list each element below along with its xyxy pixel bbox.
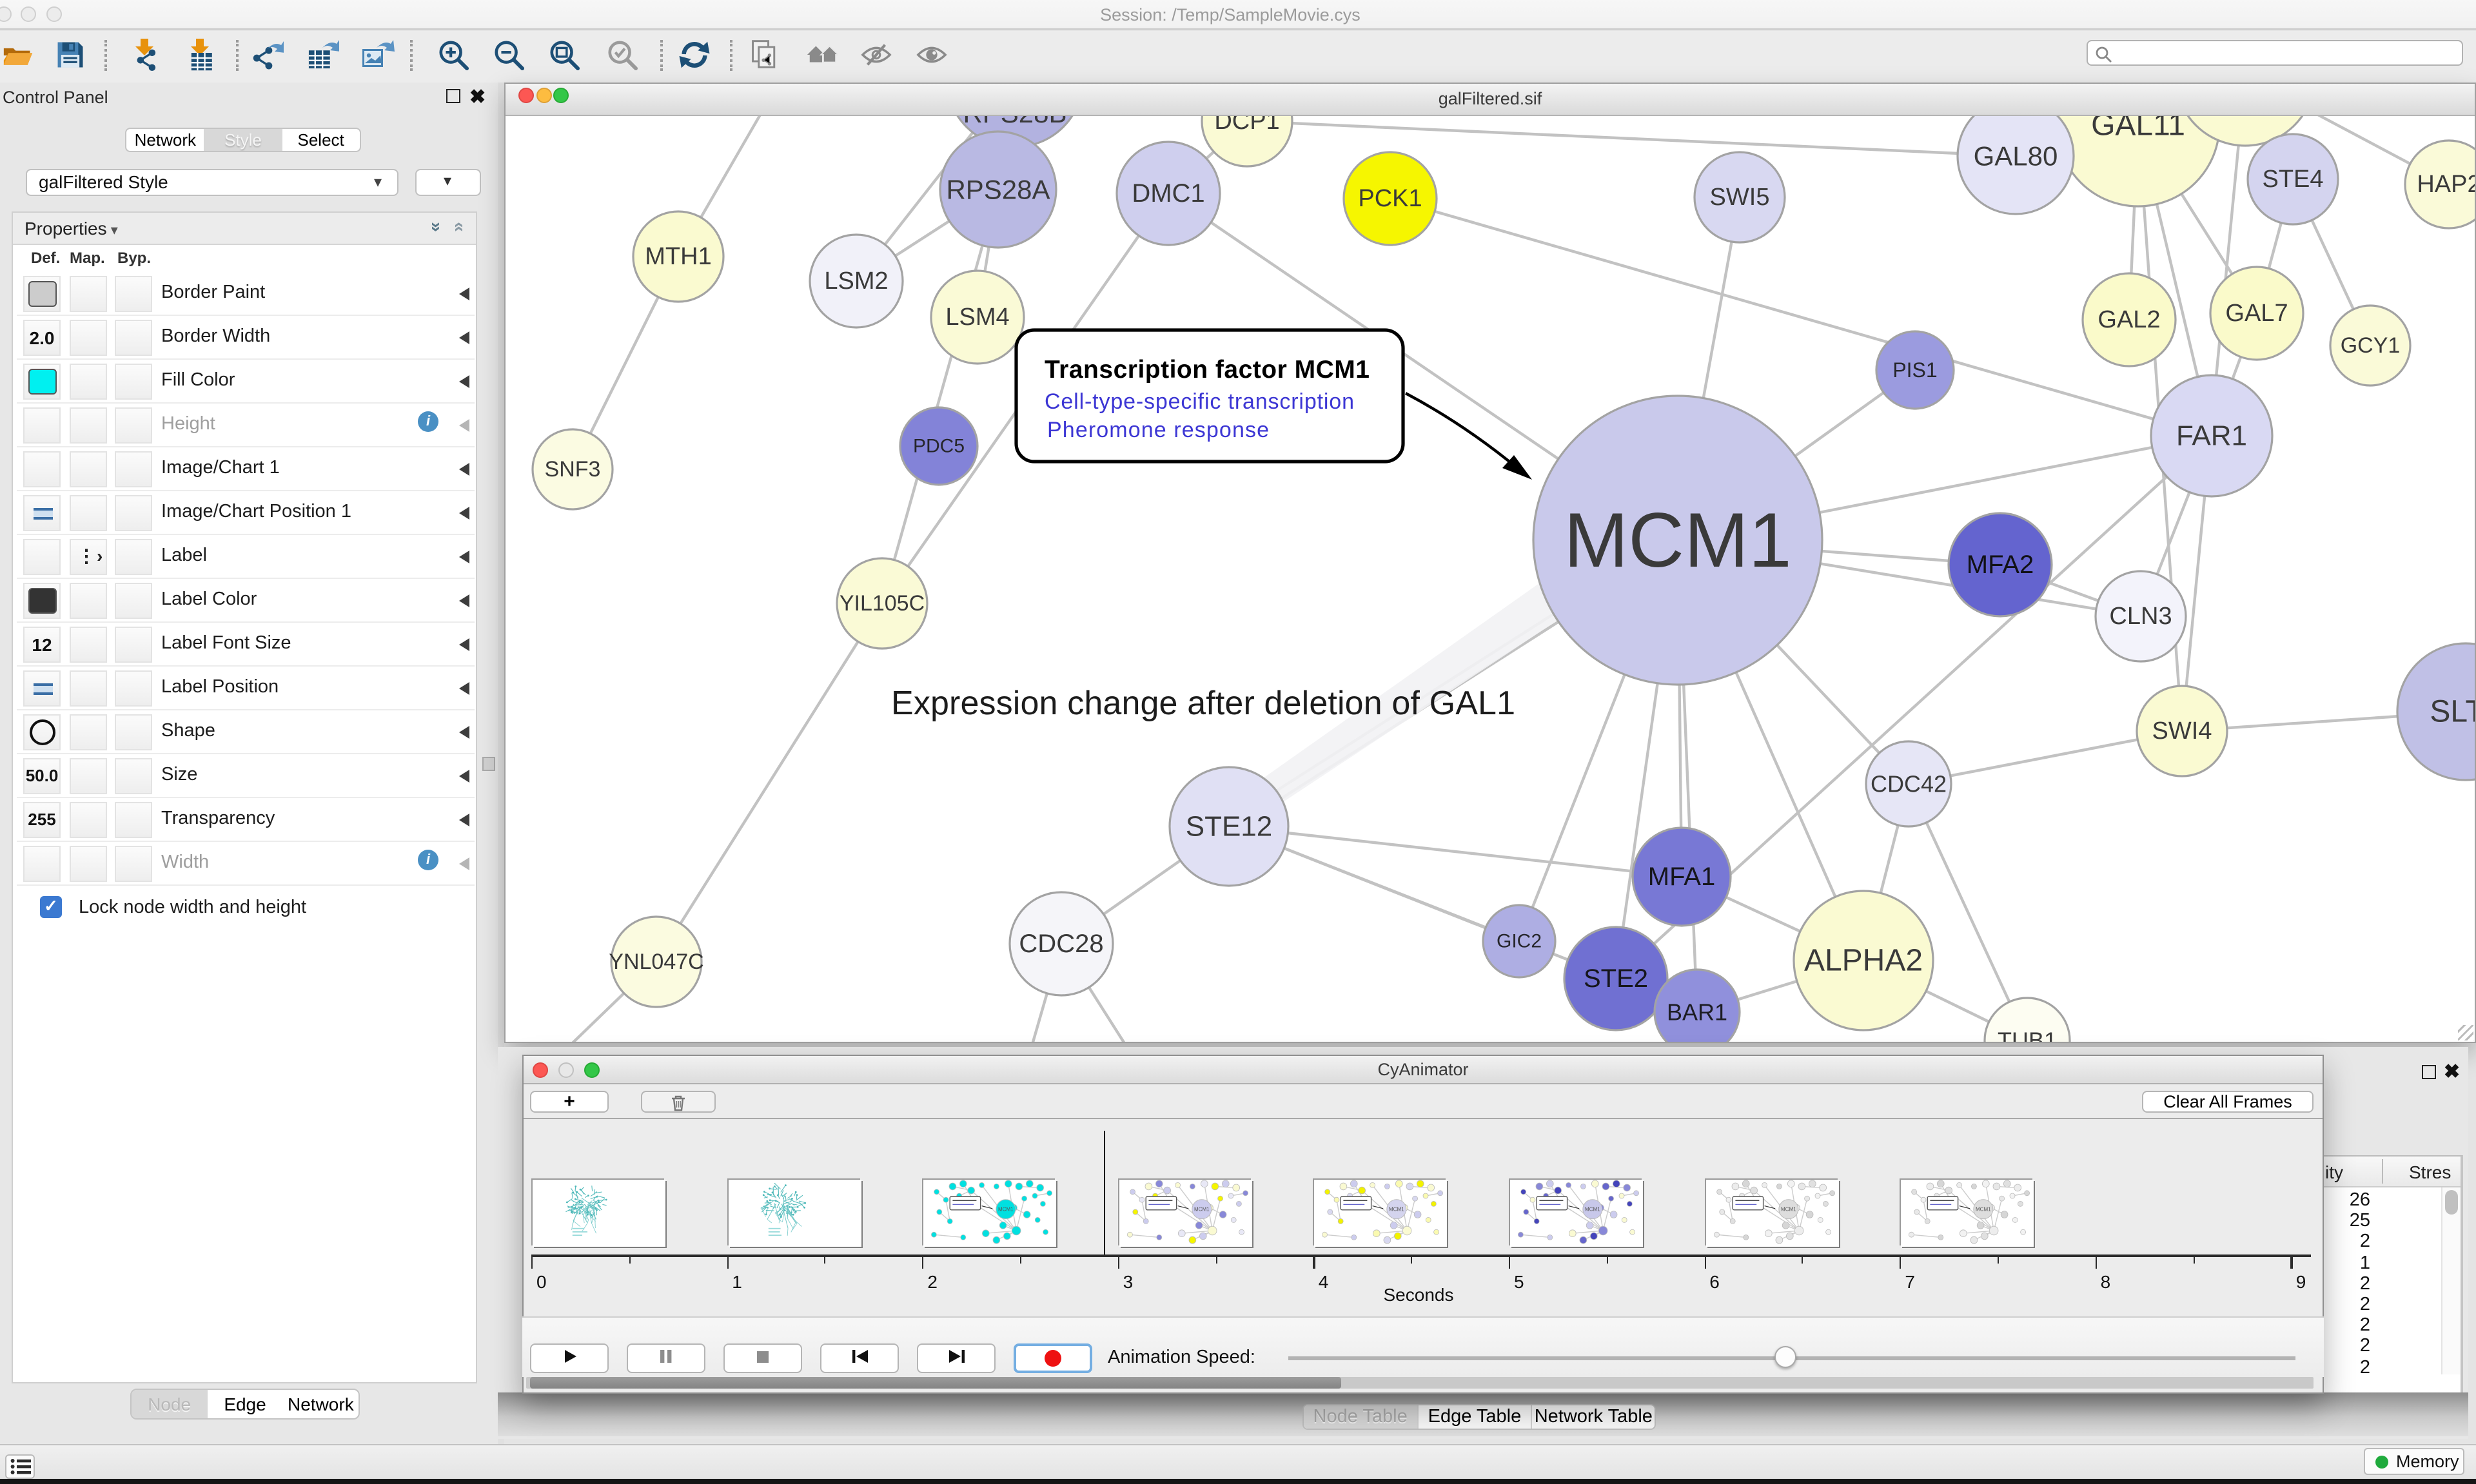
svg-text:DCP1: DCP1: [1214, 116, 1279, 135]
svg-text:SWI5: SWI5: [1710, 184, 1770, 211]
svg-text:CLN3: CLN3: [2109, 603, 2172, 630]
svg-text:MCM1: MCM1: [1976, 1206, 1991, 1212]
svg-text:MCM1: MCM1: [1389, 1206, 1404, 1212]
svg-text:STE2: STE2: [1584, 964, 1648, 993]
svg-text:LSM2: LSM2: [824, 268, 888, 295]
svg-text:YIL105C: YIL105C: [840, 591, 925, 616]
svg-text:PIS1: PIS1: [1892, 358, 1937, 382]
svg-text:FAR1: FAR1: [2176, 420, 2247, 452]
svg-text:TUB1: TUB1: [1998, 1028, 2057, 1042]
svg-text:Expression change after deleti: Expression change after deletion of GAL1: [891, 685, 1515, 722]
svg-text:STE4: STE4: [2262, 166, 2323, 193]
svg-text:MCM1: MCM1: [998, 1206, 1014, 1212]
svg-text:MCM1: MCM1: [1194, 1206, 1210, 1212]
svg-text:BAR1: BAR1: [1667, 999, 1727, 1026]
svg-text:YNL047C: YNL047C: [609, 950, 703, 974]
svg-text:ALPHA2: ALPHA2: [1804, 944, 1923, 978]
svg-text:DMC1: DMC1: [1132, 179, 1204, 208]
svg-text:PDC5: PDC5: [913, 436, 965, 457]
svg-text:GCY1: GCY1: [2341, 333, 2401, 358]
svg-text:Cell-type-specific transcripti: Cell-type-specific transcription: [1045, 389, 1354, 414]
svg-text:SNF3: SNF3: [545, 457, 601, 482]
svg-text:CDC28: CDC28: [1019, 930, 1103, 958]
svg-text:GAL11: GAL11: [2091, 116, 2185, 142]
svg-text:GAL7: GAL7: [2225, 300, 2288, 327]
svg-text:MTH1: MTH1: [645, 243, 711, 270]
svg-text:STE12: STE12: [1186, 811, 1273, 843]
svg-text:LSM4: LSM4: [945, 304, 1009, 331]
svg-text:MCM1: MCM1: [1781, 1206, 1796, 1212]
svg-text:RPS28B: RPS28B: [963, 116, 1066, 128]
svg-text:MFA1: MFA1: [1648, 863, 1715, 891]
svg-text:Pheromone response: Pheromone response: [1047, 418, 1269, 442]
svg-text:GAL2: GAL2: [2098, 306, 2160, 333]
svg-text:SWI4: SWI4: [2152, 718, 2212, 745]
svg-text:GIC2: GIC2: [1497, 931, 1542, 952]
svg-text:MCM1: MCM1: [1564, 497, 1791, 583]
svg-text:SLT2: SLT2: [2430, 695, 2475, 729]
svg-text:CDC42: CDC42: [1871, 771, 1947, 797]
svg-text:MCM1: MCM1: [1585, 1206, 1600, 1212]
svg-text:PCK1: PCK1: [1358, 185, 1422, 212]
svg-text:MFA2: MFA2: [1967, 551, 2034, 579]
svg-text:HAP2: HAP2: [2417, 171, 2475, 198]
svg-text:GAL80: GAL80: [1974, 141, 2058, 171]
svg-text:Transcription factor MCM1: Transcription factor MCM1: [1045, 356, 1370, 384]
svg-text:RPS28A: RPS28A: [946, 175, 1050, 205]
